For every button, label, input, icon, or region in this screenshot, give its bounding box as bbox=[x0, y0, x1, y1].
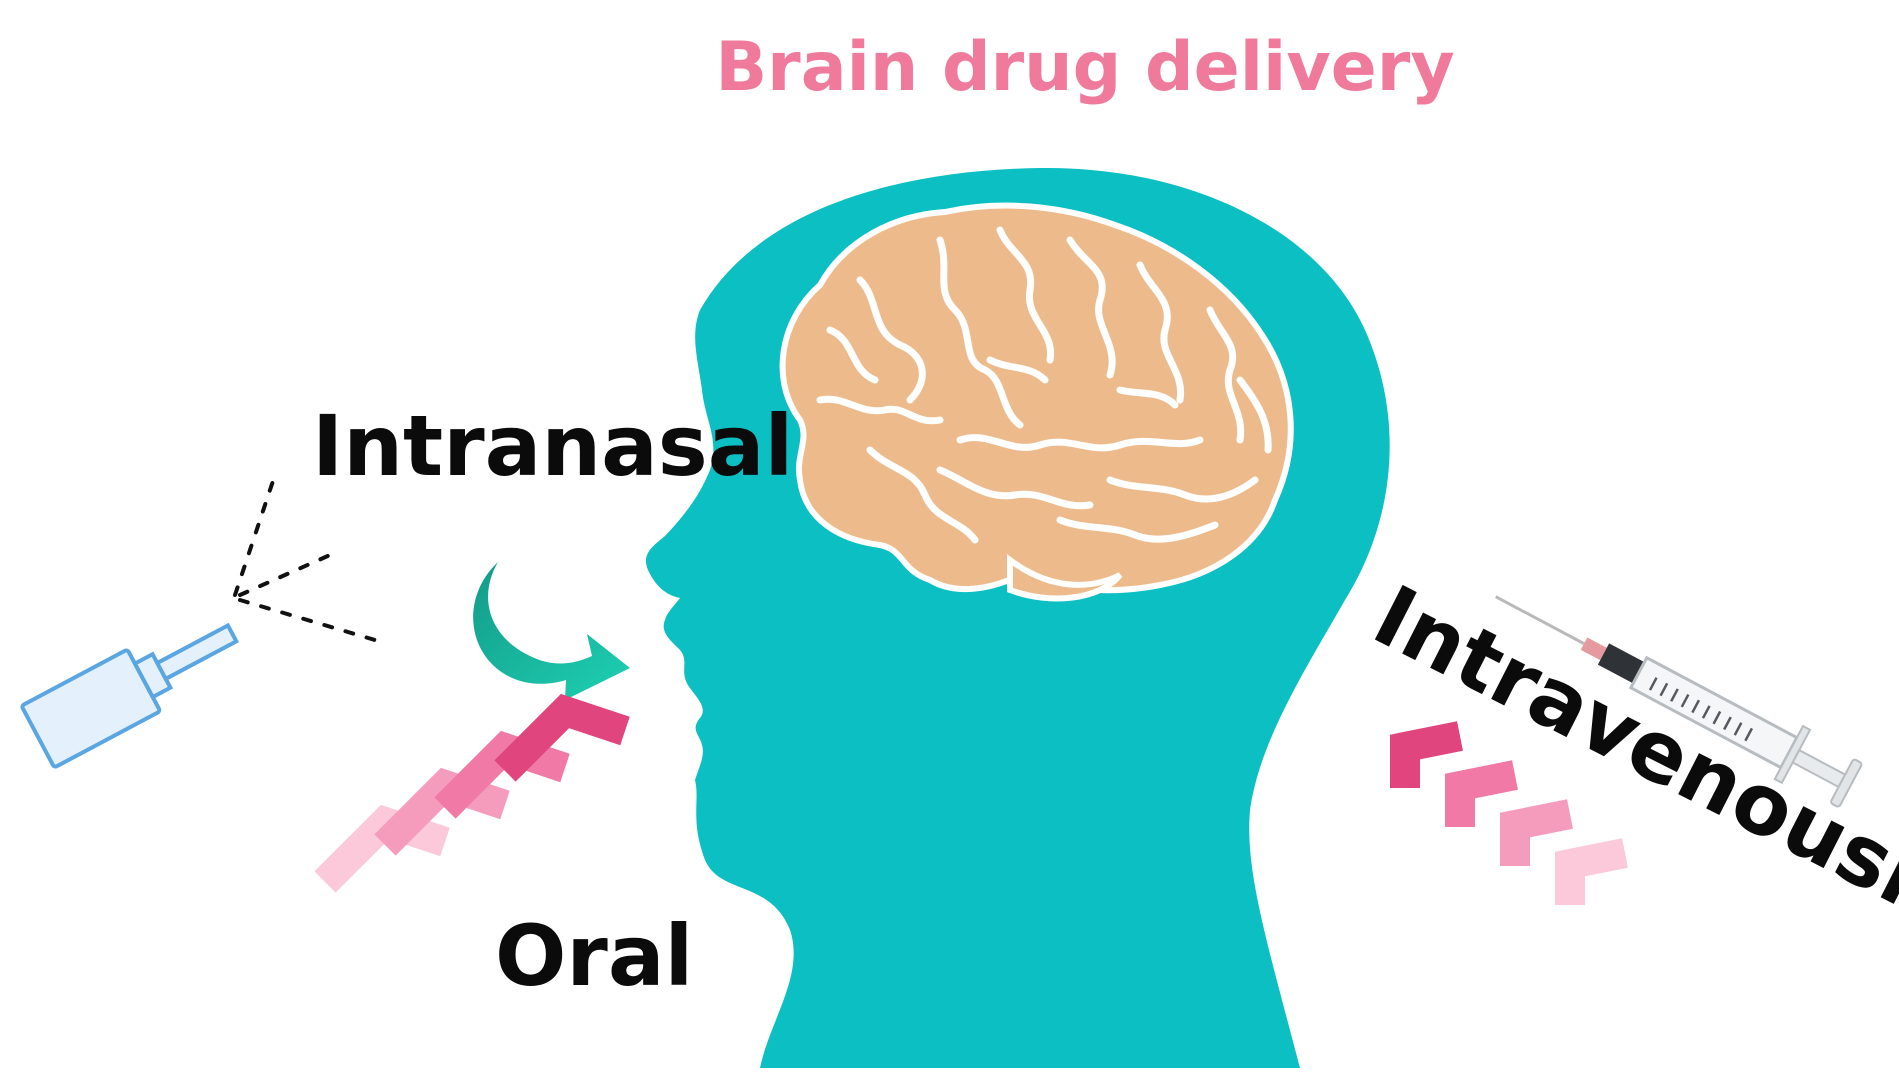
label-oral: Oral bbox=[495, 907, 693, 1005]
label-intravenously: Intravenously bbox=[1359, 567, 1899, 950]
chevron-arrows-icon bbox=[1390, 721, 1628, 905]
chevron-oral-3 bbox=[374, 767, 510, 856]
brain-icon bbox=[779, 202, 1294, 602]
syringe-icon bbox=[1495, 595, 1863, 808]
nasal-spray-icon bbox=[20, 473, 377, 769]
diagram-title: Brain drug delivery bbox=[715, 28, 1454, 107]
chevron-iv-2 bbox=[1445, 760, 1518, 827]
chevron-arrows-icon bbox=[314, 693, 630, 893]
chevron-iv-4 bbox=[1555, 838, 1628, 905]
chevron-iv-3 bbox=[1500, 799, 1573, 866]
curved-arrow-icon bbox=[473, 562, 630, 700]
chevron-oral-4 bbox=[314, 804, 450, 893]
chevron-oral-1 bbox=[494, 693, 630, 782]
chevron-iv-1 bbox=[1390, 721, 1463, 788]
label-intranasal: Intranasal bbox=[312, 397, 793, 495]
chevron-oral-2 bbox=[434, 730, 570, 819]
